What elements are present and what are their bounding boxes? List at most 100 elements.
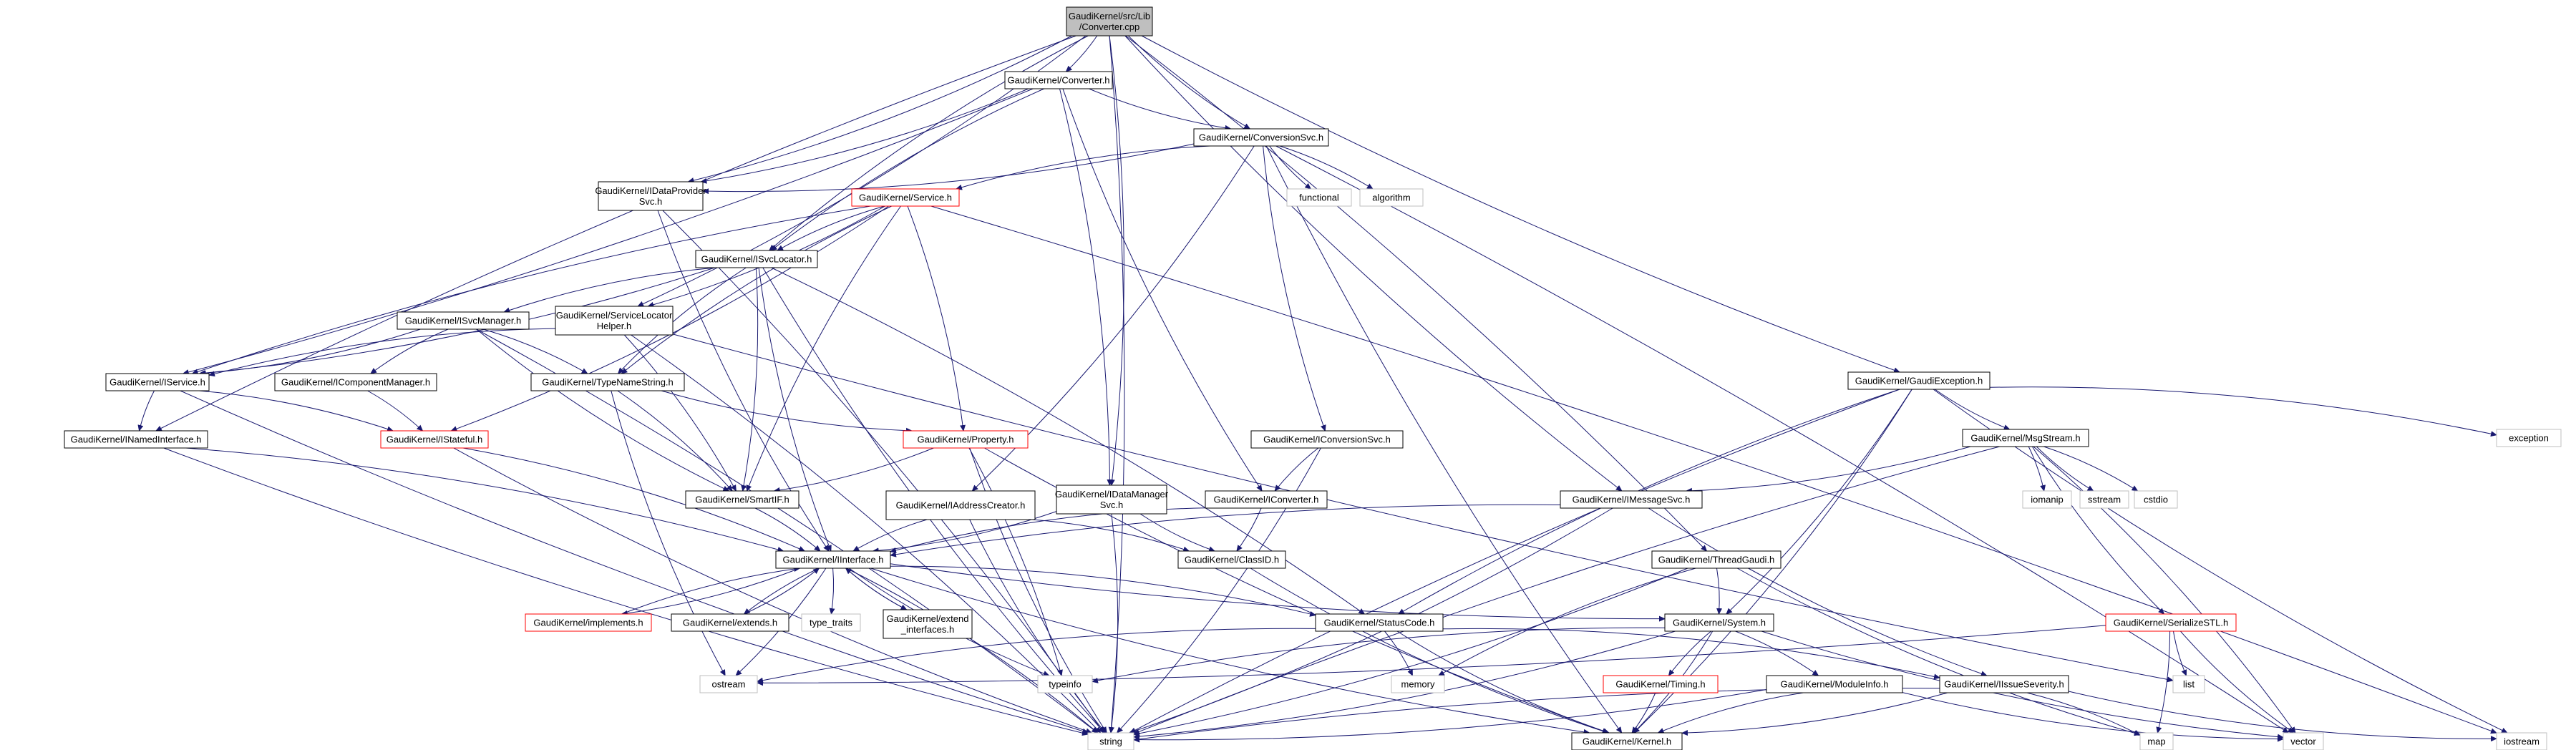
node-implements[interactable]: GaudiKernel/implements.h [525,613,652,632]
edge-gaudiexception-to-system [1726,389,1912,615]
node-label-extend_interfaces: _interfaces.h [900,624,954,635]
edge-service_h-to-iservice [191,205,871,375]
node-typenamestring[interactable]: GaudiKernel/TypeNameString.h [530,373,685,391]
node-msgstream[interactable]: GaudiKernel/MsgStream.h [1962,429,2089,447]
node-box-converter_h [1004,71,1113,89]
node-gaudiexception[interactable]: GaudiKernel/GaudiException.h [1847,371,1991,390]
edge-isvclocator-to-smartif [741,267,759,492]
node-box-vector [2283,732,2324,750]
node-box-iostream [2496,732,2547,750]
edge-root-to-imessagesvc [1124,35,1623,492]
node-memory: memory [1391,675,1445,693]
node-timing[interactable]: GaudiKernel/Timing.h [1603,675,1719,693]
node-box-icomponentmanager [274,373,437,391]
node-service_h[interactable]: GaudiKernel/Service.h [851,188,960,207]
node-root[interactable]: GaudiKernel/src/Lib/Converter.cpp [1066,6,1153,36]
edge-conversionsvc-to-iconversionsvc [1263,145,1326,432]
node-converter_h[interactable]: GaudiKernel/Converter.h [1004,71,1113,89]
node-box-functional [1286,188,1352,207]
node-iconverter[interactable]: GaudiKernel/IConverter.h [1205,490,1328,509]
node-statuscode[interactable]: GaudiKernel/StatusCode.h [1315,613,1444,632]
node-extend_interfaces[interactable]: GaudiKernel/extend_interfaces.h [883,609,973,639]
edge-statuscode-to-iissueseverity [1442,628,1940,680]
node-iinterface[interactable]: GaudiKernel/IInterface.h [775,550,891,569]
node-label-exception: exception [2509,433,2549,444]
node-iconversionsvc[interactable]: GaudiKernel/IConversionSvc.h [1250,430,1404,449]
node-property[interactable]: GaudiKernel/Property.h [903,430,1029,449]
edge-implements-to-iinterface [621,566,801,615]
edge-property-to-string [969,447,1107,734]
node-label-implements: GaudiKernel/implements.h [533,618,643,628]
node-imessagesvc[interactable]: GaudiKernel/IMessageSvc.h [1560,490,1703,509]
node-threadgaudi[interactable]: GaudiKernel/ThreadGaudi.h [1651,550,1782,569]
node-box-serializestl [2105,613,2237,632]
edge-servicelocatorhelper-to-iservice [208,328,556,377]
node-label-type_traits: type_traits [810,618,852,628]
edge-statuscode-to-kernel [1396,630,1610,734]
node-box-smartif [685,490,799,509]
node-label-istateful: GaudiKernel/IStateful.h [387,434,482,445]
node-label-sstream: sstream [2088,495,2121,505]
edge-system-to-vector [1761,630,2284,740]
node-box-ostream [699,675,758,693]
node-conversionsvc[interactable]: GaudiKernel/ConversionSvc.h [1193,128,1329,147]
node-box-type_traits [801,613,861,632]
node-ostream: ostream [699,675,758,693]
node-isvclocator[interactable]: GaudiKernel/ISvcLocator.h [695,250,818,268]
edge-moduleinfo-to-kernel [1657,692,1804,734]
node-serializestl[interactable]: GaudiKernel/SerializeSTL.h [2105,613,2237,632]
node-classid[interactable]: GaudiKernel/ClassID.h [1177,550,1286,569]
node-typeinfo: typeinfo [1037,675,1093,693]
edge-imessagesvc-to-iissueseverity [1648,507,1988,677]
node-box-iservice [105,373,210,391]
edge-root-to-inamedinterface [155,35,1076,432]
node-iissueseverity[interactable]: GaudiKernel/IIssueSeverity.h [1939,675,2069,693]
node-extends[interactable]: GaudiKernel/extends.h [671,613,789,632]
node-kernel[interactable]: GaudiKernel/Kernel.h [1571,732,1683,750]
node-moduleinfo[interactable]: GaudiKernel/ModuleInfo.h [1766,675,1903,693]
node-layer: GaudiKernel/src/Lib/Converter.cppGaudiKe… [64,6,2562,750]
node-box-iaddresscreator [885,490,1036,520]
node-box-property [903,430,1029,449]
edge-iaddresscreator-to-iinterface [852,519,928,552]
node-label-typeinfo: typeinfo [1049,679,1082,690]
node-box-iissueseverity [1939,675,2069,693]
edge-msgstream-to-vector [2033,446,2296,734]
node-box-idataprovider [598,181,704,211]
node-iservice[interactable]: GaudiKernel/IService.h [105,373,210,391]
edge-converter_h-to-isvclocator [770,88,1044,251]
edge-iconversionsvc-to-iconverter [1274,447,1319,492]
node-label-idatamanager: Svc.h [1100,500,1124,510]
node-label-isvclocator: GaudiKernel/ISvcLocator.h [701,254,812,265]
node-box-idatamanager [1056,484,1167,515]
node-iaddresscreator[interactable]: GaudiKernel/IAddressCreator.h [885,490,1036,520]
node-box-iinterface [775,550,891,569]
node-label-serializestl: GaudiKernel/SerializeSTL.h [2114,618,2228,628]
node-istateful[interactable]: GaudiKernel/IStateful.h [380,430,489,449]
node-functional: functional [1286,188,1352,207]
node-system[interactable]: GaudiKernel/System.h [1664,613,1774,632]
node-smartif[interactable]: GaudiKernel/SmartIF.h [685,490,799,509]
edge-typenamestring-to-property [661,390,913,434]
node-label-algorithm: algorithm [1372,193,1410,203]
node-box-sstream [2079,490,2129,509]
node-box-threadgaudi [1651,550,1782,569]
node-box-moduleinfo [1766,675,1903,693]
node-label-converter_h: GaudiKernel/Converter.h [1007,75,1109,86]
node-iomanip: iomanip [2022,490,2072,509]
node-inamedinterface[interactable]: GaudiKernel/INamedInterface.h [64,430,208,449]
node-icomponentmanager[interactable]: GaudiKernel/IComponentManager.h [274,373,437,391]
edge-typenamestring-to-smartif [617,390,733,492]
node-sstream: sstream [2079,490,2129,509]
edge-inamedinterface-to-string [163,447,1089,736]
edge-imessagesvc-to-iinterface [890,504,1561,557]
edge-iaddresscreator-to-classid [1031,519,1190,552]
node-label-moduleinfo: GaudiKernel/ModuleInfo.h [1780,679,1888,690]
edge-system-to-timing [1668,630,1711,676]
node-isvcmanager[interactable]: GaudiKernel/ISvcManager.h [397,311,530,330]
edge-moduleinfo-to-vector [1902,692,2284,742]
node-label-servicelocatorhelper: GaudiKernel/ServiceLocator [556,310,673,321]
